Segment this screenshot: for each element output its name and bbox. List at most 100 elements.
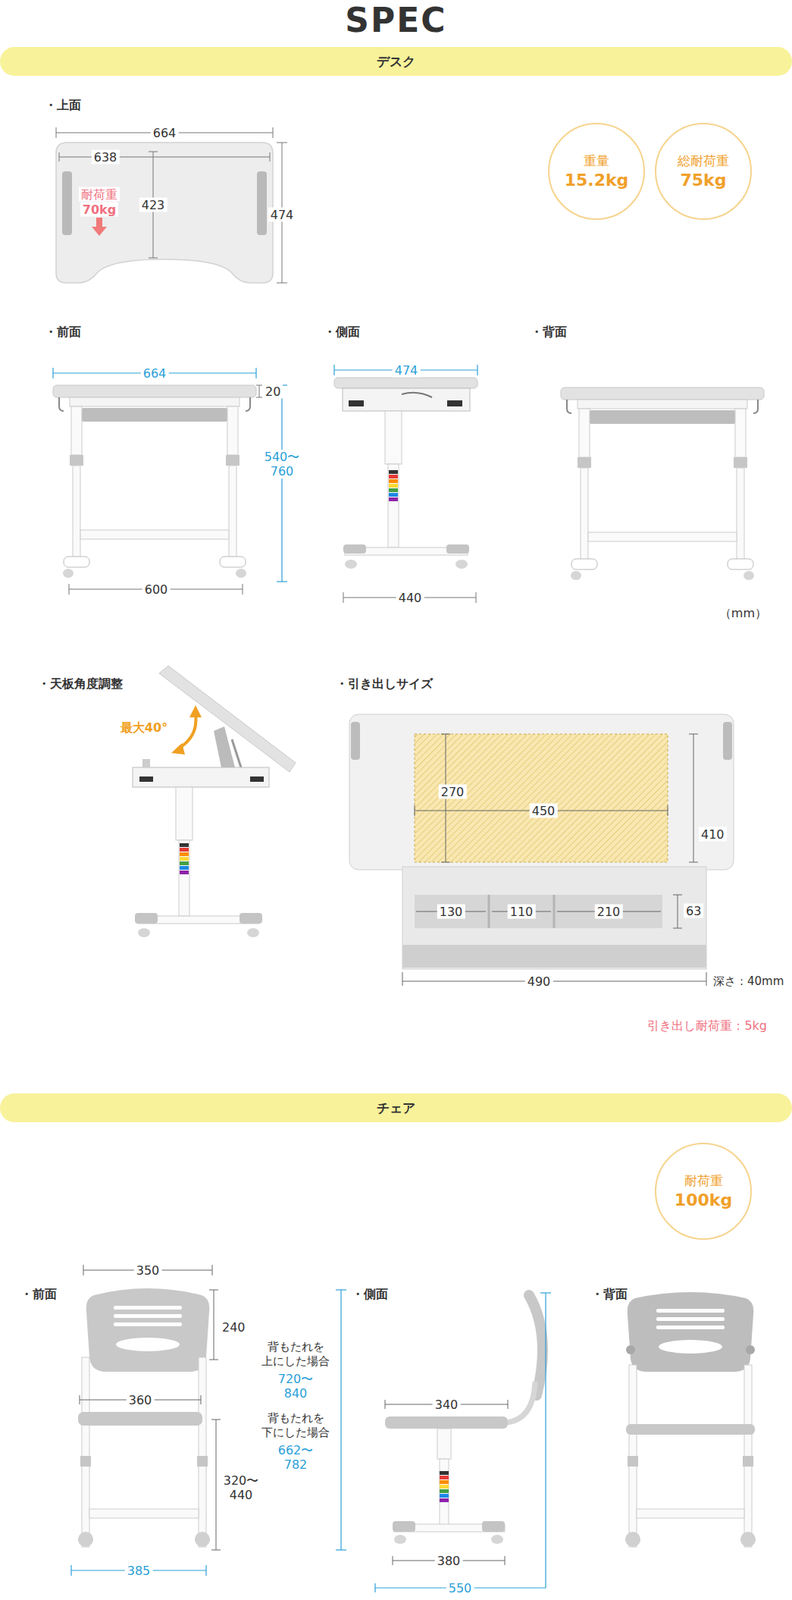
section-band: デスク (0, 46, 792, 76)
chair-back-view (626, 1344, 636, 1354)
dimension-line (441, 733, 451, 735)
desk-tilt-view (179, 842, 189, 874)
section-heading: ・背面 (588, 1286, 630, 1301)
desk-back-view (560, 387, 764, 580)
chair-front-view (86, 1287, 210, 1372)
desk-tilt-view (134, 912, 158, 924)
dimension-label: 70kg (80, 202, 119, 217)
dimension-label: 20 (262, 384, 283, 399)
dimension-label: 背もたれを 上にした場合 (253, 1339, 338, 1368)
chair-back-view (656, 1316, 725, 1321)
dimension-line (385, 1399, 386, 1409)
desk-tilt-view (213, 726, 235, 767)
dimension-line (507, 1399, 509, 1409)
dimension-line (70, 1564, 72, 1575)
dimension-label: 深さ：40mm (710, 973, 786, 989)
dimension-label: 110 (507, 904, 536, 919)
dimension-line (56, 127, 288, 283)
dimension-line (209, 1289, 219, 1290)
desk-tilt-view (175, 786, 193, 840)
chair-back-view (636, 1508, 745, 1518)
desk-tilt-view (142, 758, 151, 767)
desk-side-view (388, 463, 399, 548)
dimension-line (79, 1394, 81, 1404)
dimension-line (335, 1288, 347, 1290)
dimension-line (68, 385, 263, 595)
drawer-size-view (349, 713, 734, 870)
desk-top-view (56, 142, 273, 283)
dimension-label: 385 (125, 1562, 154, 1578)
dimension-line (392, 1555, 394, 1565)
section-heading: ・上面 (42, 97, 84, 113)
desk-tilt-view (132, 665, 296, 937)
chair-side-view (439, 1470, 449, 1502)
page-title: SPEC (0, 1, 792, 40)
desk-side-view (401, 392, 432, 398)
dimension-label: 474 (268, 207, 297, 223)
dimension-line (59, 152, 60, 162)
dimension-label: 最大40° (118, 720, 170, 735)
chair-back-view (742, 1455, 754, 1466)
desk-tilt-view (132, 766, 270, 787)
desk-tilt-view (189, 704, 202, 717)
desk-top-view (62, 171, 72, 235)
dimension-line (540, 1291, 551, 1293)
section-heading: ・引き出しサイズ (333, 676, 436, 691)
dimension-line (83, 1264, 85, 1275)
dimension-line (688, 733, 699, 735)
dimension-line (272, 127, 274, 138)
dimension-line (216, 1418, 217, 1550)
drawer-size-view (402, 866, 707, 969)
desk-tilt-view (250, 776, 264, 782)
dimension-label: 350 (134, 1262, 163, 1278)
dimension-label: 662〜 782 (271, 1442, 320, 1472)
dimension-line (402, 971, 404, 986)
dimension-line (256, 385, 263, 386)
chair-back-view (656, 1308, 725, 1312)
chair-side-view (529, 1294, 543, 1395)
desk-side-view (342, 388, 470, 411)
dimension-line (375, 1292, 551, 1592)
dimension-line (242, 583, 244, 595)
desk-side-view (334, 377, 478, 569)
chair-back-view (658, 1339, 723, 1353)
desk-side-view (447, 400, 463, 407)
dimension-label: 240 (219, 1319, 248, 1334)
dimension-line (56, 127, 57, 138)
node-heading: デスク (376, 53, 416, 71)
dimension-line (59, 156, 270, 158)
dimension-line (276, 580, 288, 582)
dimension-line (402, 733, 707, 986)
chair-front-view (78, 1287, 210, 1547)
dimension-line (333, 364, 335, 376)
desk-tilt-view (137, 927, 151, 937)
drawer-size-view (488, 894, 491, 928)
dimension-line (276, 282, 288, 284)
dimension-label: 474 (392, 363, 421, 378)
node-value: 75kg (680, 169, 727, 191)
dimension-label: （mm） (716, 605, 770, 620)
node-heading: 総耐荷重 (677, 151, 730, 170)
chair-side-view (394, 1533, 407, 1544)
dimension-line (255, 367, 257, 379)
drawer-size-view (402, 944, 707, 968)
chair-side-view (439, 1458, 449, 1525)
chair-back-view (625, 1530, 641, 1547)
dimension-line (79, 1264, 221, 1550)
dimension-label: 引き出し耐荷重：5kg (644, 1017, 770, 1033)
dimension-label: 背もたれを 下にした場合 (253, 1410, 338, 1440)
dimension-label: 540〜 760 (259, 449, 305, 479)
dimension-line (276, 142, 288, 144)
chair-front-view (78, 1411, 203, 1425)
chair-front-view (81, 1356, 90, 1547)
desk-top-view (256, 171, 267, 235)
desk-side-view (385, 410, 402, 464)
drawer-size-view (553, 894, 556, 928)
dimension-line (212, 1264, 213, 1275)
desk-top-view (96, 217, 103, 228)
chair-front-view (78, 1530, 94, 1547)
dimension-line (475, 591, 477, 603)
dimension-line (414, 804, 416, 816)
dimension-label: 380 (435, 1552, 464, 1568)
dimension-label: 耐荷重 (78, 187, 120, 202)
